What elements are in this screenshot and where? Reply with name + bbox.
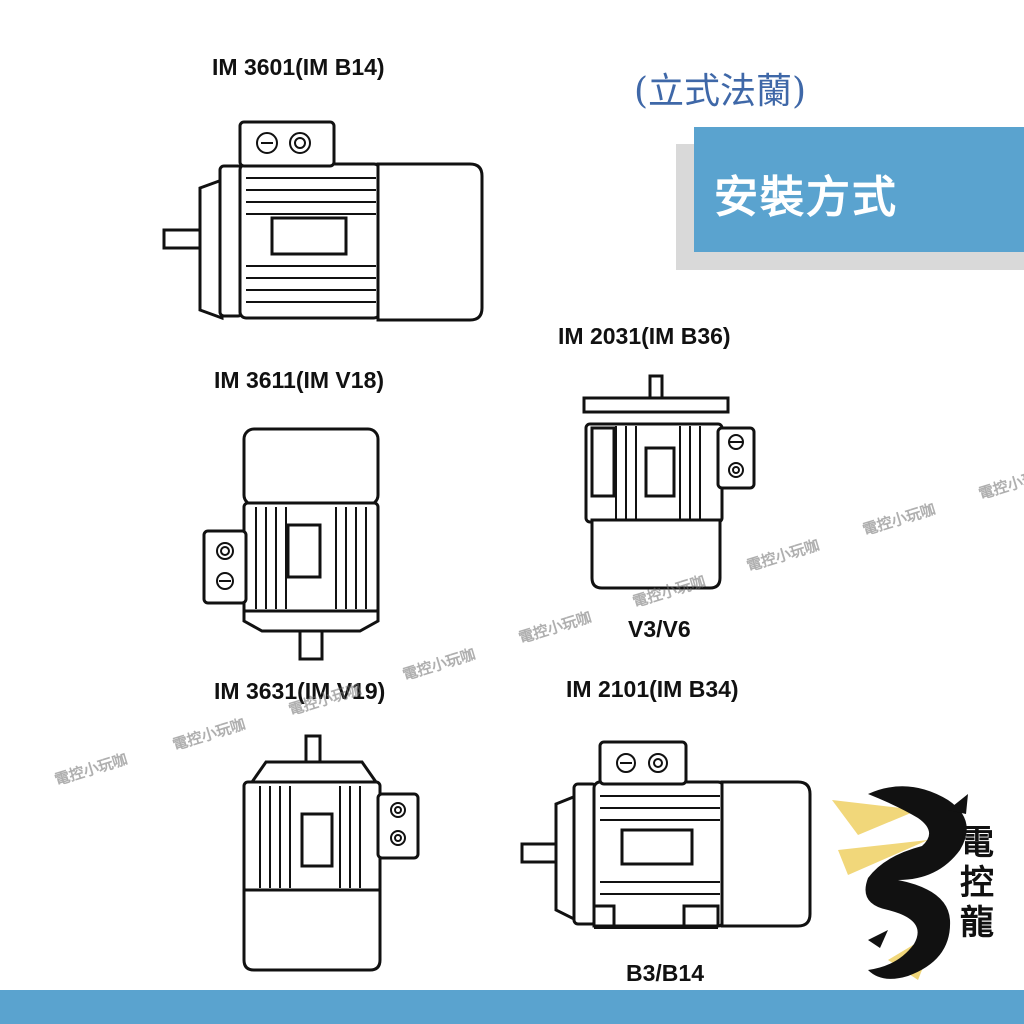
banner-title: 安裝方式 [714, 172, 898, 223]
logo-char-3: 龍 [960, 903, 994, 943]
label-im3631: IM 3631(IM V19) [214, 678, 386, 704]
motor-im3631-diagram [242, 734, 420, 972]
motor-im3611-diagram [202, 427, 380, 661]
watermark-1: 電控小玩咖 [52, 749, 130, 790]
title-banner: 安裝方式 [694, 127, 1024, 252]
brand-logo: 電 控 龍 [828, 780, 1024, 985]
label-im2101: IM 2101(IM B34) [566, 676, 739, 702]
motor-im3601-diagram [162, 120, 484, 322]
watermark-5: 電控小玩咖 [516, 607, 594, 648]
logo-char-1: 電 [960, 823, 994, 863]
watermark-8: 電控小玩咖 [860, 499, 938, 540]
dragon-icon [832, 786, 968, 980]
caption-b3-b14: B3/B14 [626, 960, 704, 986]
watermark-9: 電控小玩咖 [976, 463, 1024, 504]
label-im3601: IM 3601(IM B14) [212, 54, 385, 80]
motor-im2031-diagram [582, 374, 756, 590]
motor-im2101-diagram [520, 740, 812, 929]
watermark-4: 電控小玩咖 [400, 644, 478, 685]
label-im2031: IM 2031(IM B36) [558, 323, 731, 349]
label-im3611: IM 3611(IM V18) [214, 367, 385, 393]
bottom-accent-bar [0, 990, 1024, 1024]
logo-char-2: 控 [960, 863, 994, 903]
caption-v3-v6: V3/V6 [628, 616, 691, 642]
subtitle: (立式法蘭) [634, 71, 807, 112]
